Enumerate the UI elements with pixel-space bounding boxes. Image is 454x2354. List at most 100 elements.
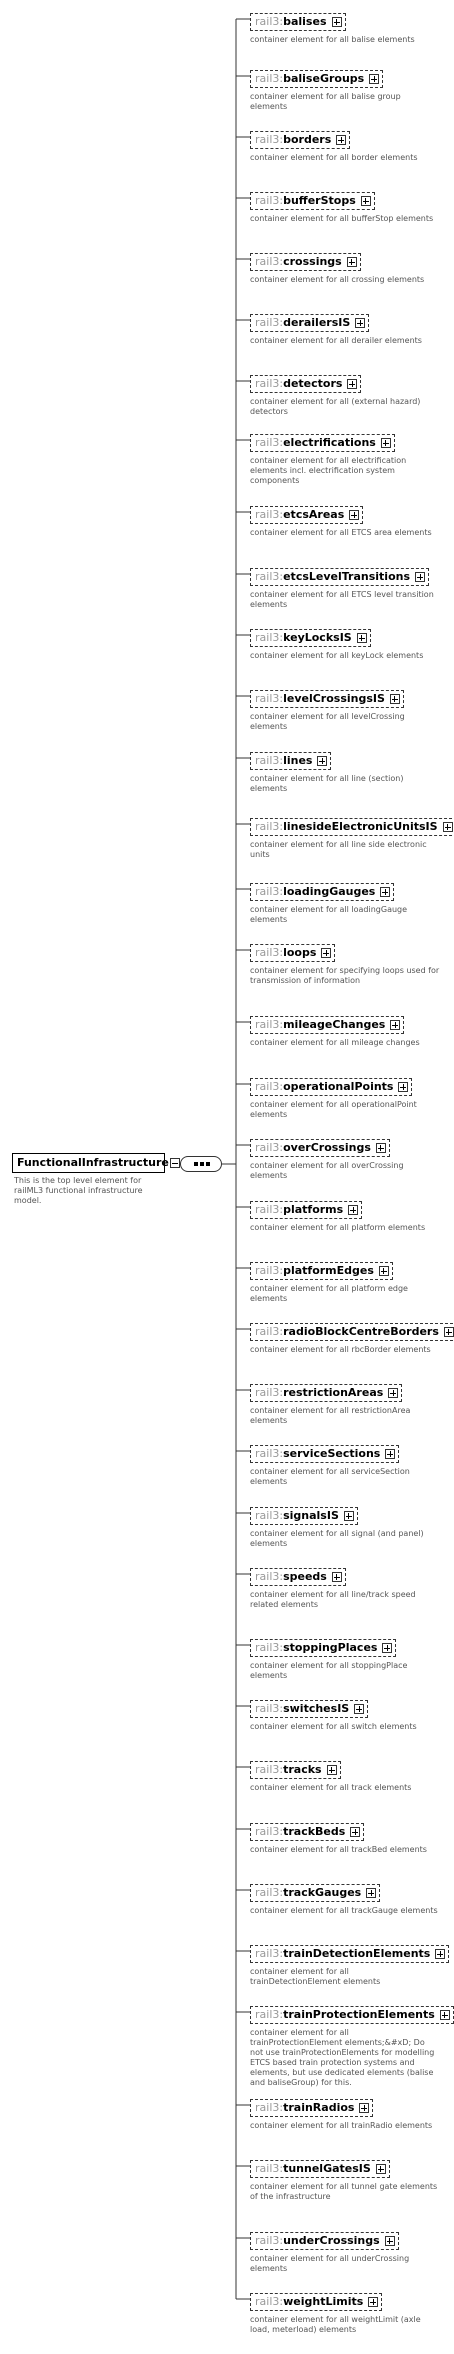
element-box[interactable]: rail3:crossings	[250, 253, 361, 271]
element-box[interactable]: rail3:trainProtectionElements	[250, 2006, 454, 2024]
element-box[interactable]: rail3:platformEdges	[250, 1262, 393, 1280]
element-box[interactable]: rail3:operationalPoints	[250, 1078, 413, 1096]
expand-icon[interactable]	[349, 510, 360, 520]
element-box[interactable]: rail3:weightLimits	[250, 2293, 383, 2311]
element-box[interactable]: rail3:linesideElectronicUnitsIS	[250, 818, 454, 836]
element-box[interactable]: rail3:baliseGroups	[250, 70, 384, 88]
element-box[interactable]: rail3:electrifications	[250, 434, 395, 452]
expand-icon[interactable]	[375, 2164, 386, 2174]
expand-icon[interactable]	[435, 1949, 446, 1959]
expand-icon[interactable]	[346, 257, 357, 267]
expand-icon[interactable]	[380, 438, 391, 448]
element-box[interactable]: rail3:radioBlockCentreBorders	[250, 1323, 454, 1341]
element-box[interactable]: rail3:trackGauges	[250, 1884, 381, 1902]
element-box[interactable]: rail3:loadingGauges	[250, 883, 395, 901]
expand-icon[interactable]	[326, 1765, 337, 1775]
expand-icon[interactable]	[359, 2103, 370, 2113]
sequence-compositor[interactable]	[180, 1156, 222, 1172]
element-box[interactable]: rail3:tracks	[250, 1761, 341, 1779]
expand-icon[interactable]	[368, 2297, 379, 2307]
element-box[interactable]: rail3:switchesIS	[250, 1700, 369, 1718]
root-element[interactable]: FunctionalInfrastructure	[12, 1153, 191, 1175]
element-box[interactable]: rail3:stoppingPlaces	[250, 1639, 397, 1657]
element-box[interactable]: rail3:etcsLevelTransitions	[250, 568, 430, 586]
element-box[interactable]: rail3:trainRadios	[250, 2099, 374, 2117]
root-element-box[interactable]: FunctionalInfrastructure	[12, 1153, 169, 1173]
element-box[interactable]: rail3:serviceSections	[250, 1445, 400, 1463]
element-box[interactable]: rail3:trainDetectionElements	[250, 1945, 450, 1963]
expand-icon[interactable]	[355, 318, 366, 328]
expand-icon[interactable]	[375, 1143, 386, 1153]
expand-icon[interactable]	[356, 633, 367, 643]
expand-icon[interactable]	[382, 1643, 393, 1653]
expand-icon[interactable]	[321, 948, 332, 958]
element-box[interactable]: rail3:keyLocksIS	[250, 629, 371, 647]
expand-icon[interactable]	[378, 1266, 389, 1276]
element-box[interactable]: rail3:mileageChanges	[250, 1016, 405, 1034]
expand-icon[interactable]	[380, 887, 391, 897]
element-box[interactable]: rail3:balises	[250, 13, 346, 31]
expand-icon[interactable]	[389, 694, 400, 704]
element-box[interactable]: rail3:derailersIS	[250, 314, 370, 332]
expand-icon[interactable]	[415, 572, 426, 582]
expand-icon[interactable]	[390, 1020, 401, 1030]
expand-icon[interactable]	[317, 756, 328, 766]
expand-icon[interactable]	[366, 1888, 377, 1898]
element-box[interactable]: rail3:borders	[250, 131, 351, 149]
expand-icon[interactable]	[442, 822, 453, 832]
element-box[interactable]: rail3:levelCrossingsIS	[250, 690, 404, 708]
expand-icon[interactable]	[360, 196, 371, 206]
expand-icon[interactable]	[385, 1449, 396, 1459]
element-box[interactable]: rail3:signalsIS	[250, 1507, 358, 1525]
element-box[interactable]: rail3:loops	[250, 944, 336, 962]
element-box[interactable]: rail3:etcsAreas	[250, 506, 364, 524]
expand-icon[interactable]	[384, 2236, 395, 2246]
expand-icon[interactable]	[443, 1327, 454, 1337]
expand-icon[interactable]	[388, 1388, 399, 1398]
element-box[interactable]: rail3:restrictionAreas	[250, 1384, 403, 1402]
element-box[interactable]: rail3:platforms	[250, 1201, 363, 1219]
expand-icon[interactable]	[350, 1827, 361, 1837]
expand-icon[interactable]	[348, 1205, 359, 1215]
element-box[interactable]: rail3:underCrossings	[250, 2232, 399, 2250]
element-box[interactable]: rail3:speeds	[250, 1568, 346, 1586]
element-box[interactable]: rail3:lines	[250, 752, 332, 770]
expand-icon[interactable]	[331, 1572, 342, 1582]
expand-icon[interactable]	[354, 1704, 365, 1714]
element-box[interactable]: rail3:detectors	[250, 375, 362, 393]
